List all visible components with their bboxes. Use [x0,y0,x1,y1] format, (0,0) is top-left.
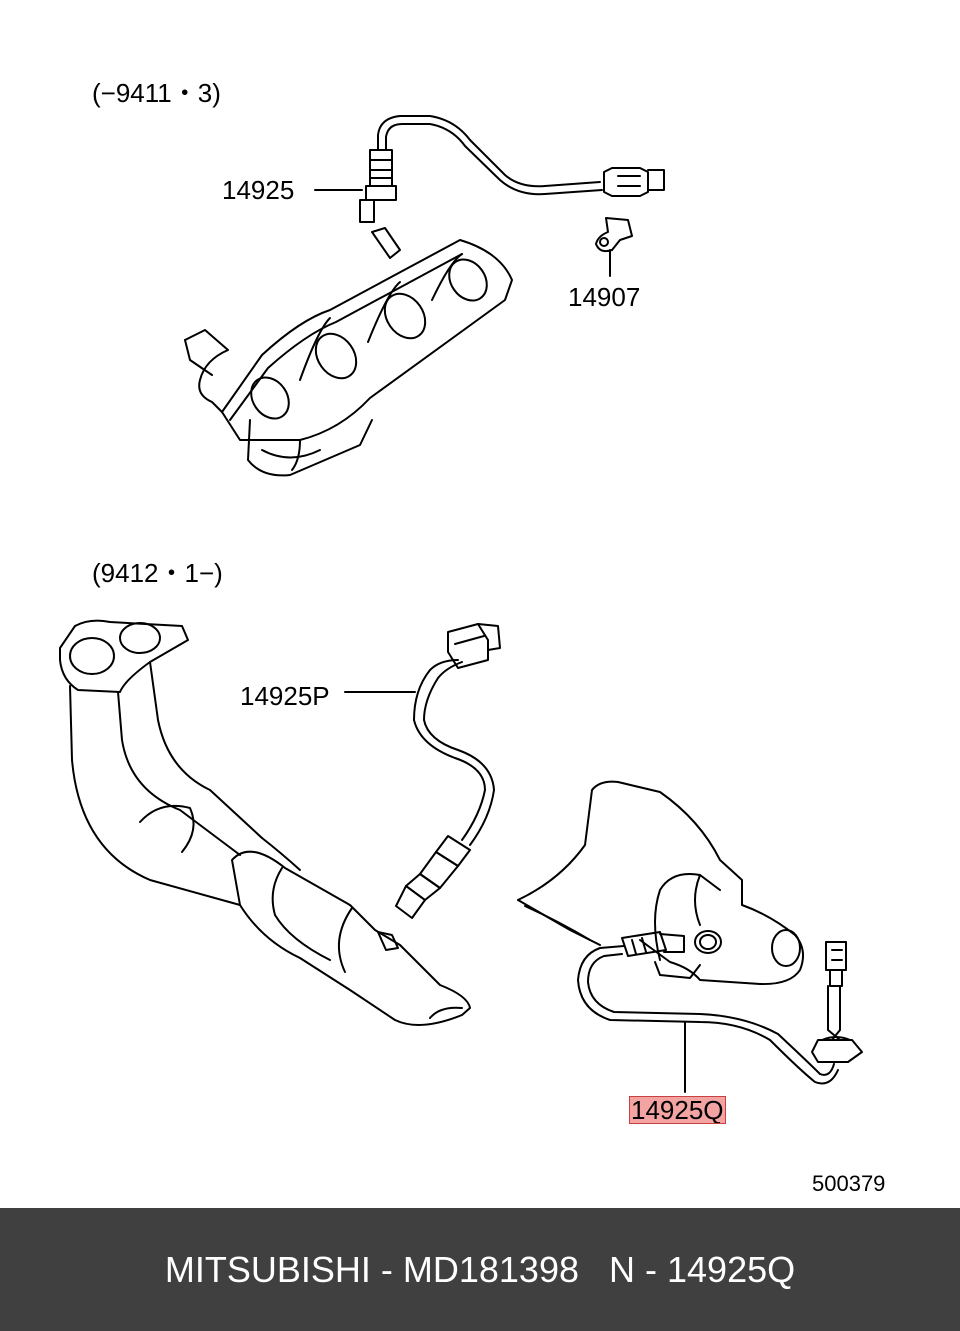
footer-brand: MITSUBISHI [164,1248,371,1290]
oxygen-sensor-14925Q-drawing [577,931,863,1085]
footer-separator-1: - [370,1248,403,1290]
part-label-14925[interactable]: 14925 [222,175,295,205]
clamp-14907-drawing [595,217,633,253]
bottom-production-range-label: (9412・1−) [92,558,223,588]
part-info-footer: MITSUBISHI - MD181398 N - 14925Q [0,1208,960,1331]
top-production-range-label: (−9411・3) [92,78,221,108]
footer-position-prefix: N [609,1248,636,1290]
exhaust-pipe-drawing [59,619,471,1026]
catalytic-converter-drawing [517,780,805,986]
footer-separator-2: - [635,1248,668,1290]
oxygen-sensor-14925P-drawing [395,623,501,919]
drawing-reference-number: 500379 [812,1171,886,1196]
footer-part-number[interactable]: MD181398 [402,1248,579,1290]
oxygen-sensor-14925-drawing [359,115,665,223]
footer-position: 14925Q [667,1248,796,1290]
exhaust-manifold-drawing [184,227,513,477]
part-label-14907[interactable]: 14907 [568,282,641,312]
parts-diagram [59,115,863,1093]
footer-gap [579,1249,609,1291]
part-label-14925Q-highlighted[interactable]: 14925Q [629,1095,726,1125]
part-label-14925P[interactable]: 14925P [240,681,330,711]
